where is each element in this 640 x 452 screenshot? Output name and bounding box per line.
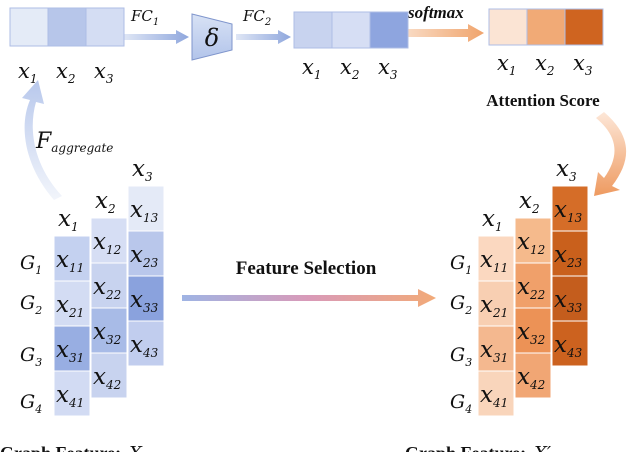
right-matrix-label-33: x33	[554, 287, 583, 315]
left-matrix-label-31: x31	[56, 337, 84, 365]
left-matrix-cell-13	[127, 185, 165, 232]
attention-score-label: Attention Score	[486, 91, 600, 110]
top-vector-label-2: x2	[56, 59, 75, 86]
left-matrix-cell-21	[53, 280, 91, 327]
right-matrix-cell-13	[551, 185, 589, 232]
mid-vector-label-1: x1	[302, 55, 321, 82]
left-matrix-label-33: x33	[130, 287, 159, 315]
left-matrix-label-12: x12	[93, 229, 121, 257]
score-vector-label-2: x2	[535, 51, 554, 78]
right-matrix-cell-33	[551, 275, 589, 322]
fc1-label: FC1	[130, 7, 159, 28]
score-vector-label-1: x1	[497, 51, 516, 78]
mid-vector-label-2: x2	[340, 55, 359, 82]
attention-arrow	[594, 112, 627, 196]
left-matrix-cell-22	[90, 262, 128, 309]
delta-symbol: δ	[205, 24, 219, 52]
top-vector-label-1: x1	[18, 59, 37, 86]
left-matrix-label-41: x41	[56, 382, 84, 410]
left-matrix-cell-11	[53, 235, 91, 282]
mid-vector-cell-1	[293, 11, 333, 49]
left-matrix-cell-32	[90, 307, 128, 354]
left-matrix-label-11: x11	[56, 247, 84, 275]
mid-vector-label-3: x3	[378, 55, 398, 82]
right-matrix-cell-11	[477, 235, 515, 282]
left-matrix-cell-42	[90, 352, 128, 399]
group-label-right-4: G4	[450, 391, 472, 416]
left-matrix-cell-41	[53, 370, 91, 417]
right-matrix-label-23: x23	[554, 242, 583, 270]
right-matrix-cell-12	[514, 217, 552, 264]
left-matrix-label-21: x21	[56, 292, 84, 320]
feature-selection-label: Feature Selection	[236, 258, 377, 279]
score-vector-cell-3	[564, 8, 604, 46]
right-matrix-label-42: x42	[517, 364, 545, 392]
left-matrix-label-13: x13	[130, 197, 159, 225]
group-label-right-2: G2	[450, 292, 472, 317]
left-matrix-col-header-1: x1	[58, 206, 79, 234]
score-vector-label-3: x3	[573, 51, 593, 78]
right-matrix-col-header-3: x3	[556, 156, 577, 184]
right-matrix-label-12: x12	[517, 229, 545, 257]
group-label-1: G1	[20, 252, 42, 277]
right-matrix-cell-41	[477, 370, 515, 417]
top-vector-cell-1	[9, 7, 49, 47]
top-vector-label-3: x3	[94, 59, 114, 86]
mid-vector-cell-2	[331, 11, 371, 49]
right-caption: Graph Feature:X′	[405, 443, 551, 452]
group-label-3: G3	[20, 344, 42, 369]
right-matrix-label-11: x11	[480, 247, 508, 275]
aggregate-label: Faggregate	[35, 129, 113, 155]
right-matrix-cell-42	[514, 352, 552, 399]
fc2-arrow	[236, 30, 291, 44]
right-matrix-label-13: x13	[554, 197, 583, 225]
left-matrix-cell-33	[127, 275, 165, 322]
group-label-4: G4	[20, 391, 42, 416]
left-matrix-label-42: x42	[93, 364, 121, 392]
left-matrix-label-32: x32	[93, 319, 121, 347]
aggregate-arrow	[22, 80, 62, 200]
fc1-arrow	[124, 30, 189, 44]
right-matrix-cell-21	[477, 280, 515, 327]
delta-block	[191, 13, 233, 61]
fc2-label: FC2	[242, 7, 271, 28]
left-matrix-label-43: x43	[130, 332, 159, 360]
left-matrix-col-header-2: x2	[95, 188, 116, 216]
left-matrix-cell-23	[127, 230, 165, 277]
right-matrix-label-31: x31	[480, 337, 508, 365]
top-vector-cell-3	[85, 7, 125, 47]
left-matrix-cell-31	[53, 325, 91, 372]
left-matrix-label-22: x22	[93, 274, 121, 302]
score-vector-cell-2	[526, 8, 566, 46]
right-matrix-label-41: x41	[480, 382, 508, 410]
softmax-label: softmax	[407, 3, 464, 22]
left-matrix-col-header-3: x3	[132, 156, 153, 184]
right-matrix-label-21: x21	[480, 292, 508, 320]
feature-selection-arrow	[182, 289, 436, 307]
top-vector-cell-2	[47, 7, 87, 47]
group-label-right-1: G1	[450, 252, 472, 277]
right-matrix-cell-31	[477, 325, 515, 372]
group-label-2: G2	[20, 292, 42, 317]
mid-vector-cell-3	[369, 11, 409, 49]
softmax-arrow	[404, 24, 484, 42]
right-matrix-cell-43	[551, 320, 589, 367]
right-matrix-col-header-1: x1	[482, 206, 503, 234]
right-matrix-col-header-2: x2	[519, 188, 540, 216]
score-vector-cell-1	[488, 8, 528, 46]
group-label-right-3: G3	[450, 344, 472, 369]
right-matrix-label-32: x32	[517, 319, 545, 347]
left-caption: Graph Feature:X	[0, 443, 143, 452]
right-matrix-label-43: x43	[554, 332, 583, 360]
left-matrix-cell-43	[127, 320, 165, 367]
left-matrix-label-23: x23	[130, 242, 159, 270]
right-matrix-label-22: x22	[517, 274, 545, 302]
